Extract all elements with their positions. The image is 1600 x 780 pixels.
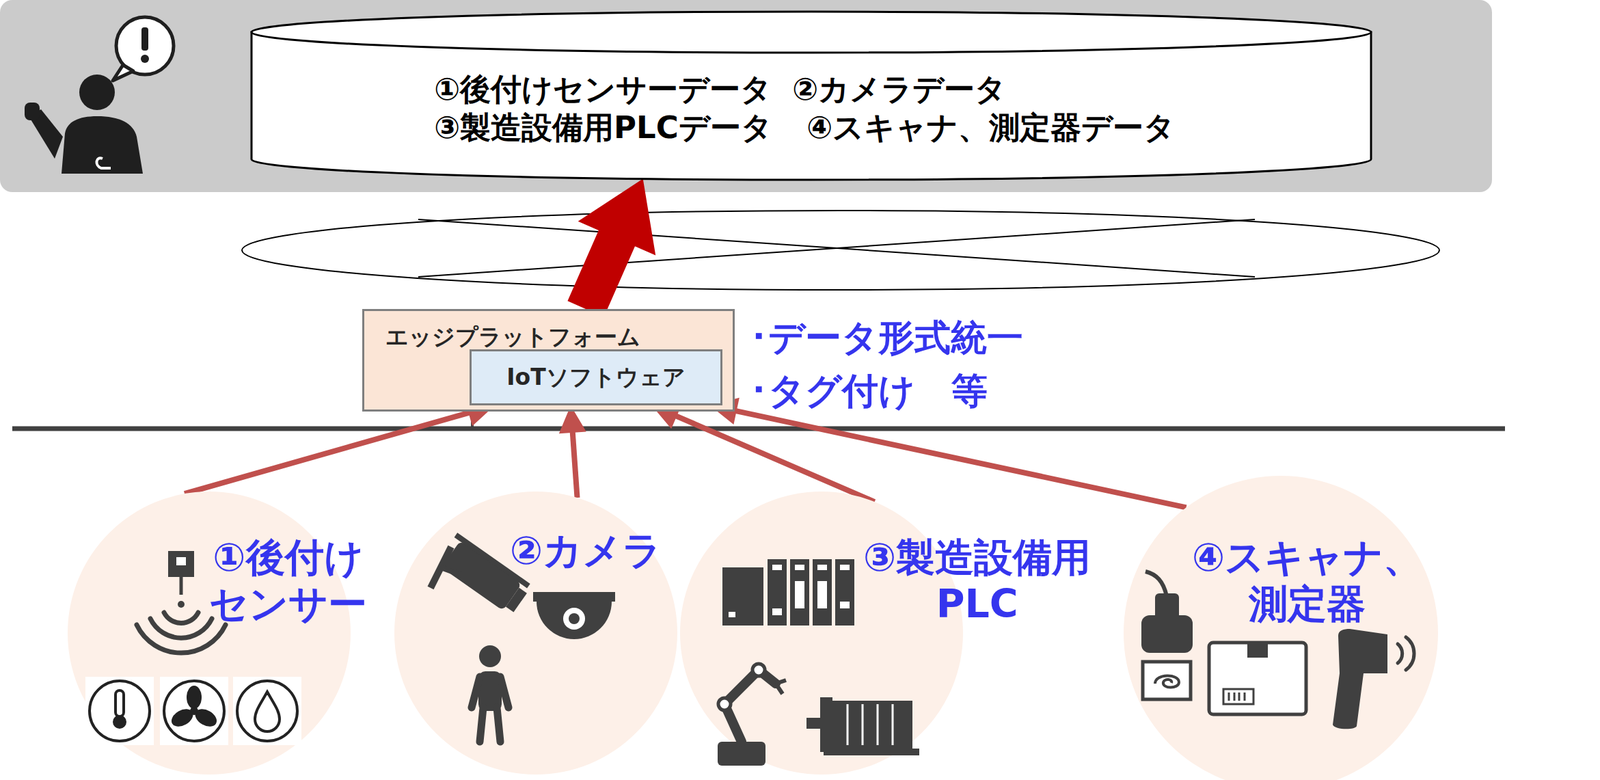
device-circle: ②カメラ	[394, 491, 678, 775]
user-icon-part	[61, 116, 143, 174]
data-arrow	[184, 399, 495, 494]
note-label: ･データ形式統一	[749, 315, 1024, 360]
device-illustration	[717, 559, 920, 766]
top-band-part	[0, 0, 1493, 193]
device-circle: ③製造設備用 PLC	[680, 491, 964, 775]
database-cylinder: ①後付けセンサーデータ ②カメラデータ ③製造設備用PLCデータ ④スキャナ、測定器デ…	[250, 10, 1373, 182]
alert-bubble	[112, 17, 174, 81]
network-ring-part	[241, 210, 1440, 290]
device-circle: ④スキャナ、 測定器	[1123, 475, 1439, 780]
node-text: ②カメラ	[509, 526, 662, 574]
user-icon-part	[96, 157, 111, 169]
network-bus	[12, 410, 1505, 429]
node-text: ①後付けセンサーデータ	[434, 71, 772, 108]
user-icon	[24, 74, 143, 174]
node-text: ②カメラデータ	[792, 71, 1007, 108]
circle-fill	[394, 491, 678, 775]
node-text: IoTソフトウェア	[506, 363, 685, 391]
network-ring-part	[418, 219, 1255, 277]
device-illustration	[85, 550, 302, 745]
upload-arrow	[578, 179, 657, 309]
device-circle: ①後付け センサー	[67, 491, 351, 775]
arrow-head	[578, 179, 657, 256]
data-arrow	[559, 405, 587, 498]
node-text: エッジプラットフォーム	[385, 323, 641, 351]
arrow-shaft	[675, 415, 875, 502]
device-circle-shape	[67, 491, 351, 775]
device-circle-shape	[680, 491, 964, 775]
network-ring-part	[418, 219, 1255, 277]
circle-fill	[680, 491, 964, 775]
node-text: ③製造設備用PLCデータ	[434, 109, 773, 147]
user-icon-part	[24, 102, 40, 121]
node-text: ④スキャナ、測定器データ	[806, 109, 1175, 147]
top-band	[0, 0, 1493, 193]
software-box: IoTソフトウェア	[469, 349, 723, 406]
alert-bubble-part	[141, 27, 149, 51]
cylinder-body	[251, 32, 1372, 180]
cylinder-top	[251, 11, 1372, 53]
device-circle-shape	[1123, 475, 1439, 780]
arrow-shaft	[585, 237, 618, 309]
node-text: ③製造設備用 PLC	[863, 533, 1091, 628]
arrow-shaft	[184, 412, 470, 494]
alert-bubble-part	[140, 54, 149, 63]
alert-bubble-part	[112, 64, 134, 81]
arrow-shaft	[572, 431, 578, 498]
circle-fill	[1123, 475, 1439, 780]
network-bus-part	[12, 426, 1505, 432]
user-icon-part	[79, 74, 115, 111]
note-label: ･タグ付け 等	[749, 369, 988, 413]
circle-fill	[67, 491, 351, 775]
network-ring	[241, 210, 1440, 290]
node-text: ①後付け センサー	[209, 533, 368, 628]
node-text: ④スキャナ、 測定器	[1191, 533, 1423, 628]
data-arrow	[710, 397, 1187, 508]
platform-box: エッジプラットフォーム IoTソフトウェア	[362, 308, 735, 412]
